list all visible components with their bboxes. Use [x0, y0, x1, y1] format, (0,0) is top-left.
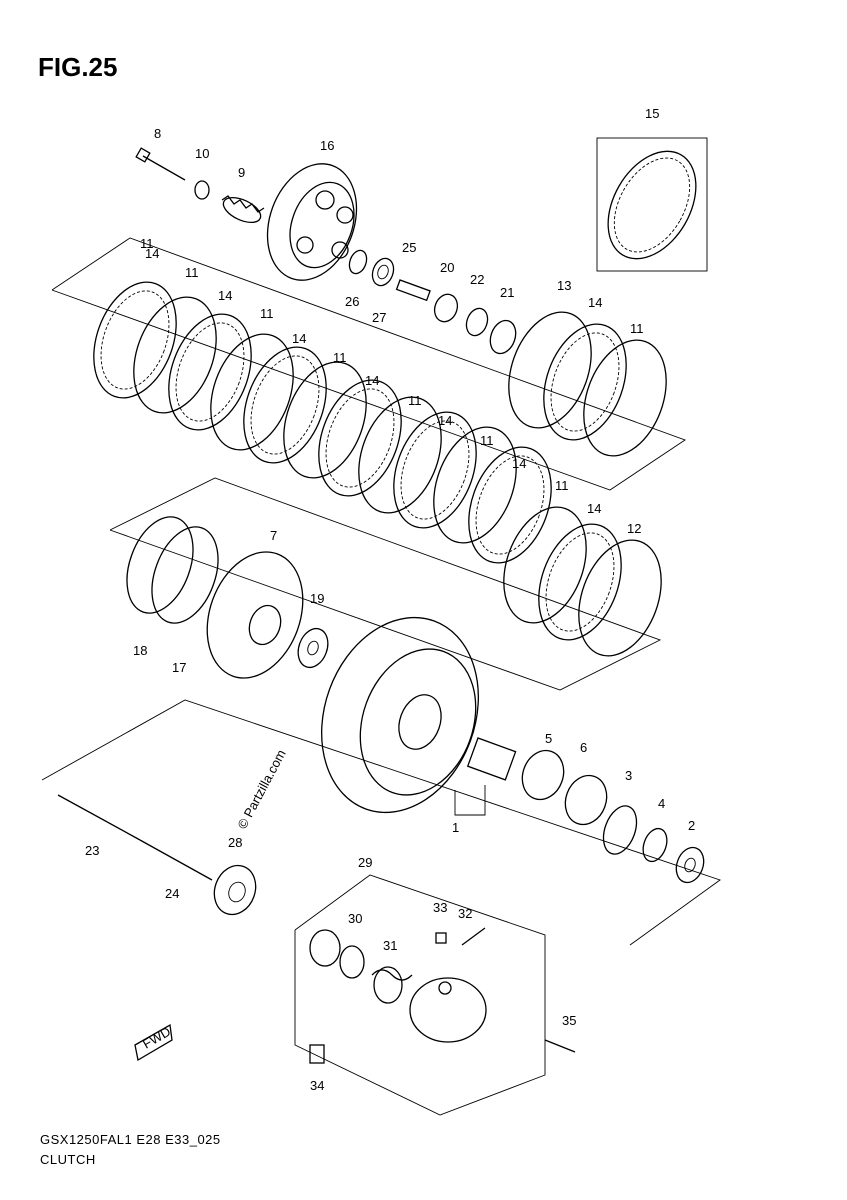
- plates-upper-row: [93, 281, 667, 564]
- callout-6: 6: [580, 740, 587, 755]
- callout-15: 15: [645, 106, 659, 121]
- callout-23: 23: [85, 843, 99, 858]
- callout-26: 26: [345, 294, 359, 309]
- callout-29: 29: [358, 855, 372, 870]
- fwd-label: FWD: [140, 1024, 173, 1052]
- part-34-dowel: [309, 1044, 325, 1064]
- fwd-arrow: [134, 1023, 173, 1062]
- part-25-pushrod-piece: [395, 279, 431, 302]
- part-21-washer: [489, 319, 517, 355]
- part-30-seal: [339, 945, 365, 979]
- callout-11e: 11: [480, 433, 494, 448]
- figure-title: FIG.25: [38, 52, 118, 82]
- callout-13: 13: [557, 278, 571, 293]
- frame-friction-plates-upper: [51, 237, 686, 491]
- callout-12: 12: [627, 521, 641, 536]
- part-24-push-rod: [139, 839, 213, 881]
- part-sleeve: [466, 737, 517, 781]
- part-7-clutch-hub: [206, 551, 304, 679]
- part-release-cylinder-body: [409, 977, 487, 1043]
- part-18-ring: [126, 516, 194, 614]
- part-17-ring: [151, 526, 219, 624]
- part-9-spring: [221, 195, 265, 224]
- callout-14c: 14: [292, 331, 306, 346]
- callout-14f: 14: [512, 456, 526, 471]
- callout-2: 2: [688, 818, 695, 833]
- callout-3: 3: [625, 768, 632, 783]
- frame-clutch-hub: [41, 699, 721, 946]
- callout-11h: 11: [140, 236, 154, 251]
- callout-14e: 14: [438, 413, 452, 428]
- callout-14g: 14: [587, 501, 601, 516]
- part-26-washer: [348, 249, 368, 275]
- part-2-spacer: [675, 846, 705, 884]
- frame-plate-15: [596, 137, 708, 272]
- part-33-cap: [435, 932, 447, 944]
- part-27-bearing: [371, 257, 395, 287]
- part-4-washer: [642, 827, 668, 863]
- callout-14b: 14: [218, 288, 232, 303]
- part-22-washer: [465, 307, 489, 337]
- callout-11c: 11: [333, 350, 347, 365]
- callout-16: 16: [320, 138, 334, 153]
- frame-friction-plates-lower: [109, 477, 662, 691]
- callout-labels: 1 2 3 4 5 6 7 8 9 10 11 11 11 11 11 11 1…: [85, 106, 695, 1093]
- part-23-push-rod: [57, 794, 141, 841]
- part-31-spring: [371, 966, 413, 1004]
- callout-20: 20: [440, 260, 454, 275]
- callout-14d: 14: [365, 373, 379, 388]
- watermark: © Partzilla.com: [234, 747, 288, 831]
- callout-30: 30: [348, 911, 362, 926]
- callout-33: 33: [433, 900, 447, 915]
- frame-release-cylinder: [294, 874, 546, 1116]
- callout-7: 7: [270, 528, 277, 543]
- callout-11g: 11: [630, 321, 644, 336]
- callout-22: 22: [470, 272, 484, 287]
- diagram-code: GSX1250FAL1 E28 E33_025: [40, 1132, 221, 1147]
- callout-31: 31: [383, 938, 397, 953]
- callout-24: 24: [165, 886, 179, 901]
- callout-9: 9: [238, 165, 245, 180]
- part-15-plate: [607, 150, 697, 260]
- callout-14h: 14: [588, 295, 602, 310]
- callout-28: 28: [228, 835, 242, 850]
- callout-1: 1: [452, 820, 459, 835]
- callout-8: 8: [154, 126, 161, 141]
- callout-11a: 11: [185, 265, 199, 280]
- diagram-name: CLUTCH: [40, 1152, 96, 1167]
- callout-11b: 11: [260, 306, 274, 321]
- callout-11f: 11: [555, 478, 569, 493]
- callout-27: 27: [372, 310, 386, 325]
- part-32-bleeder: [461, 927, 486, 946]
- callout-17: 17: [172, 660, 186, 675]
- callout-14a: 14: [145, 246, 159, 261]
- part-10-nut: [194, 180, 210, 200]
- callout-11d: 11: [408, 393, 422, 408]
- callout-21: 21: [500, 285, 514, 300]
- callout-32: 32: [458, 906, 472, 921]
- callout-18: 18: [133, 643, 147, 658]
- callout-10: 10: [195, 146, 209, 161]
- part-1-clutch-housing: [321, 616, 486, 816]
- callout-25: 25: [402, 240, 416, 255]
- part-8-bolt: [135, 147, 186, 181]
- part-16-pressure-plate: [266, 163, 358, 281]
- part-28-piece: [213, 864, 257, 916]
- callout-5: 5: [545, 731, 552, 746]
- part-5-needle-bearing: [521, 749, 565, 801]
- callout-4: 4: [658, 796, 665, 811]
- callout-35: 35: [562, 1013, 576, 1028]
- part-3-washer: [602, 805, 638, 855]
- part-19-washer: [297, 627, 329, 669]
- part-30-piston: [309, 929, 341, 967]
- part-35-bolt: [544, 1039, 576, 1053]
- part-6-needle-bearing: [564, 774, 608, 826]
- part-20-nut: [433, 293, 459, 323]
- callout-19: 19: [310, 591, 324, 606]
- plates-lower-row: [503, 506, 662, 657]
- callout-34: 34: [310, 1078, 324, 1093]
